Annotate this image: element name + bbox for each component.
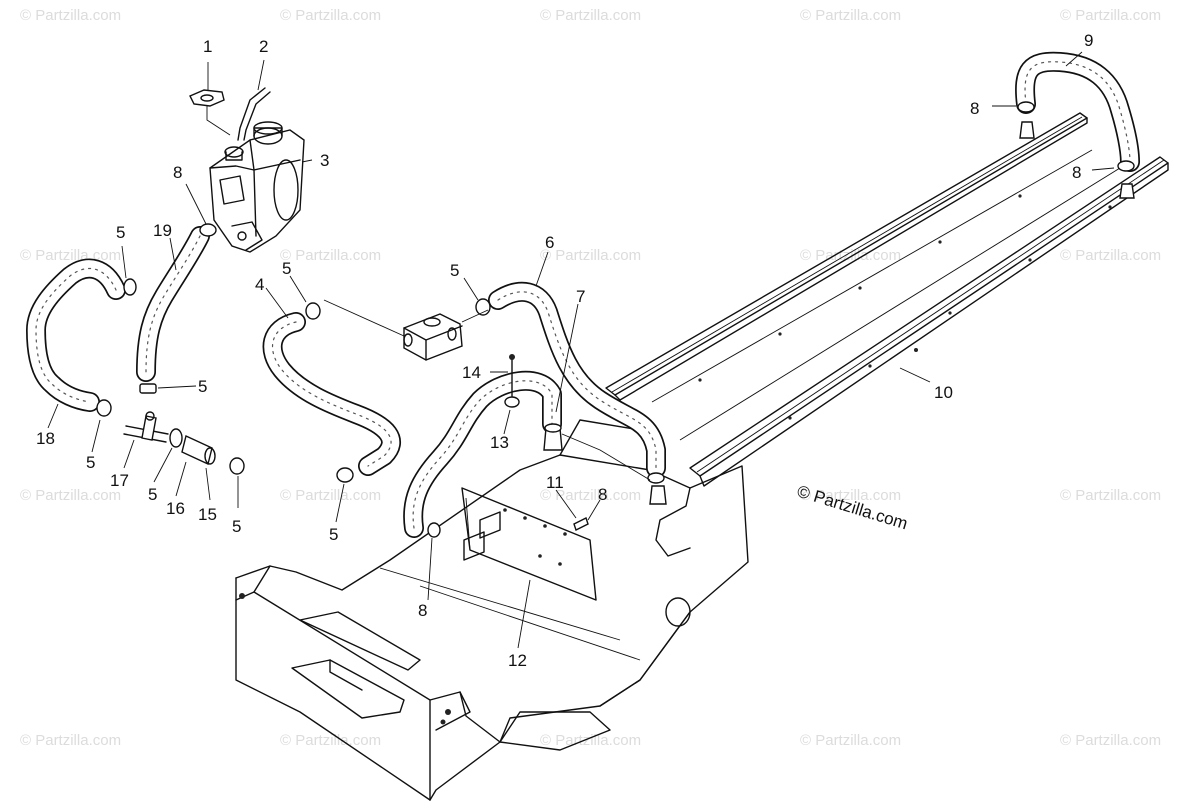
- watermark: © Partzilla.com: [800, 7, 901, 24]
- watermark-layer: © Partzilla.com © Partzilla.com © Partzi…: [20, 7, 1161, 749]
- callout-2: 2: [259, 37, 268, 56]
- callout-8: 8: [1072, 163, 1081, 182]
- watermark: © Partzilla.com: [540, 7, 641, 24]
- callout-8: 8: [418, 601, 427, 620]
- filter-16: [181, 435, 216, 465]
- watermark: © Partzilla.com: [1060, 732, 1161, 749]
- callout-8: 8: [173, 163, 182, 182]
- vent-line-2: [237, 87, 271, 141]
- callout-15: 15: [198, 505, 217, 524]
- gasket-1: [189, 89, 231, 136]
- callout-11: 11: [546, 473, 564, 492]
- callout-12: 12: [508, 651, 527, 670]
- callout-17: 17: [110, 471, 129, 490]
- watermark: © Partzilla.com: [20, 247, 121, 264]
- callout-5: 5: [116, 223, 125, 242]
- callout-10: 10: [934, 383, 953, 402]
- hose-4: [262, 312, 401, 476]
- callouts: 1 2 3 8 5 19 4 5 5 6 7 14 13 11 8 18 5 1…: [36, 31, 1093, 670]
- oil-tank: [209, 121, 305, 253]
- hose-18: [26, 258, 126, 412]
- callout-1: 1: [203, 37, 212, 56]
- callout-5: 5: [282, 259, 291, 278]
- watermark: © Partzilla.com: [540, 732, 641, 749]
- front-bulkhead: [235, 419, 749, 801]
- callout-8: 8: [598, 485, 607, 504]
- tunnel-rails: [605, 112, 1169, 487]
- callout-5: 5: [232, 517, 241, 536]
- fitting-13-14: [504, 354, 520, 408]
- callout-4: 4: [255, 275, 264, 294]
- watermark: © Partzilla.com: [280, 487, 381, 504]
- hose-9: [1015, 51, 1140, 172]
- callout-6: 6: [545, 233, 554, 252]
- fittings-8: [199, 101, 1135, 538]
- callout-13: 13: [490, 433, 509, 452]
- callout-14: 14: [462, 363, 481, 382]
- callout-8: 8: [970, 99, 979, 118]
- watermark: © Partzilla.com: [800, 732, 901, 749]
- callout-7: 7: [576, 287, 585, 306]
- watermark: © Partzilla.com: [800, 487, 901, 504]
- hose-6: [488, 282, 666, 478]
- watermark: © Partzilla.com: [20, 7, 121, 24]
- watermark: © Partzilla.com: [800, 247, 901, 264]
- watermark: © Partzilla.com: [540, 247, 641, 264]
- watermark: © Partzilla.com: [280, 732, 381, 749]
- hose-7: [403, 370, 562, 538]
- callout-3: 3: [320, 151, 329, 170]
- watermark: © Partzilla.com: [280, 7, 381, 24]
- callout-19: 19: [153, 221, 172, 240]
- callout-5: 5: [198, 377, 207, 396]
- watermark: © Partzilla.com: [540, 487, 641, 504]
- leader-lines: [47, 51, 1115, 649]
- watermark: © Partzilla.com: [20, 732, 121, 749]
- callout-16: 16: [166, 499, 185, 518]
- callout-18: 18: [36, 429, 55, 448]
- watermark: © Partzilla.com: [1060, 487, 1161, 504]
- callout-5: 5: [86, 453, 95, 472]
- callout-9: 9: [1084, 31, 1093, 50]
- t-fitting-17: [123, 411, 169, 443]
- hose-19: [136, 226, 210, 382]
- watermark: © Partzilla.com: [1060, 7, 1161, 24]
- watermark: © Partzilla.com: [1060, 247, 1161, 264]
- callout-5: 5: [148, 485, 157, 504]
- callout-5: 5: [329, 525, 338, 544]
- watermark: © Partzilla.com: [280, 247, 381, 264]
- watermark: © Partzilla.com: [20, 487, 121, 504]
- valve-block: [323, 299, 489, 361]
- callout-5: 5: [450, 261, 459, 280]
